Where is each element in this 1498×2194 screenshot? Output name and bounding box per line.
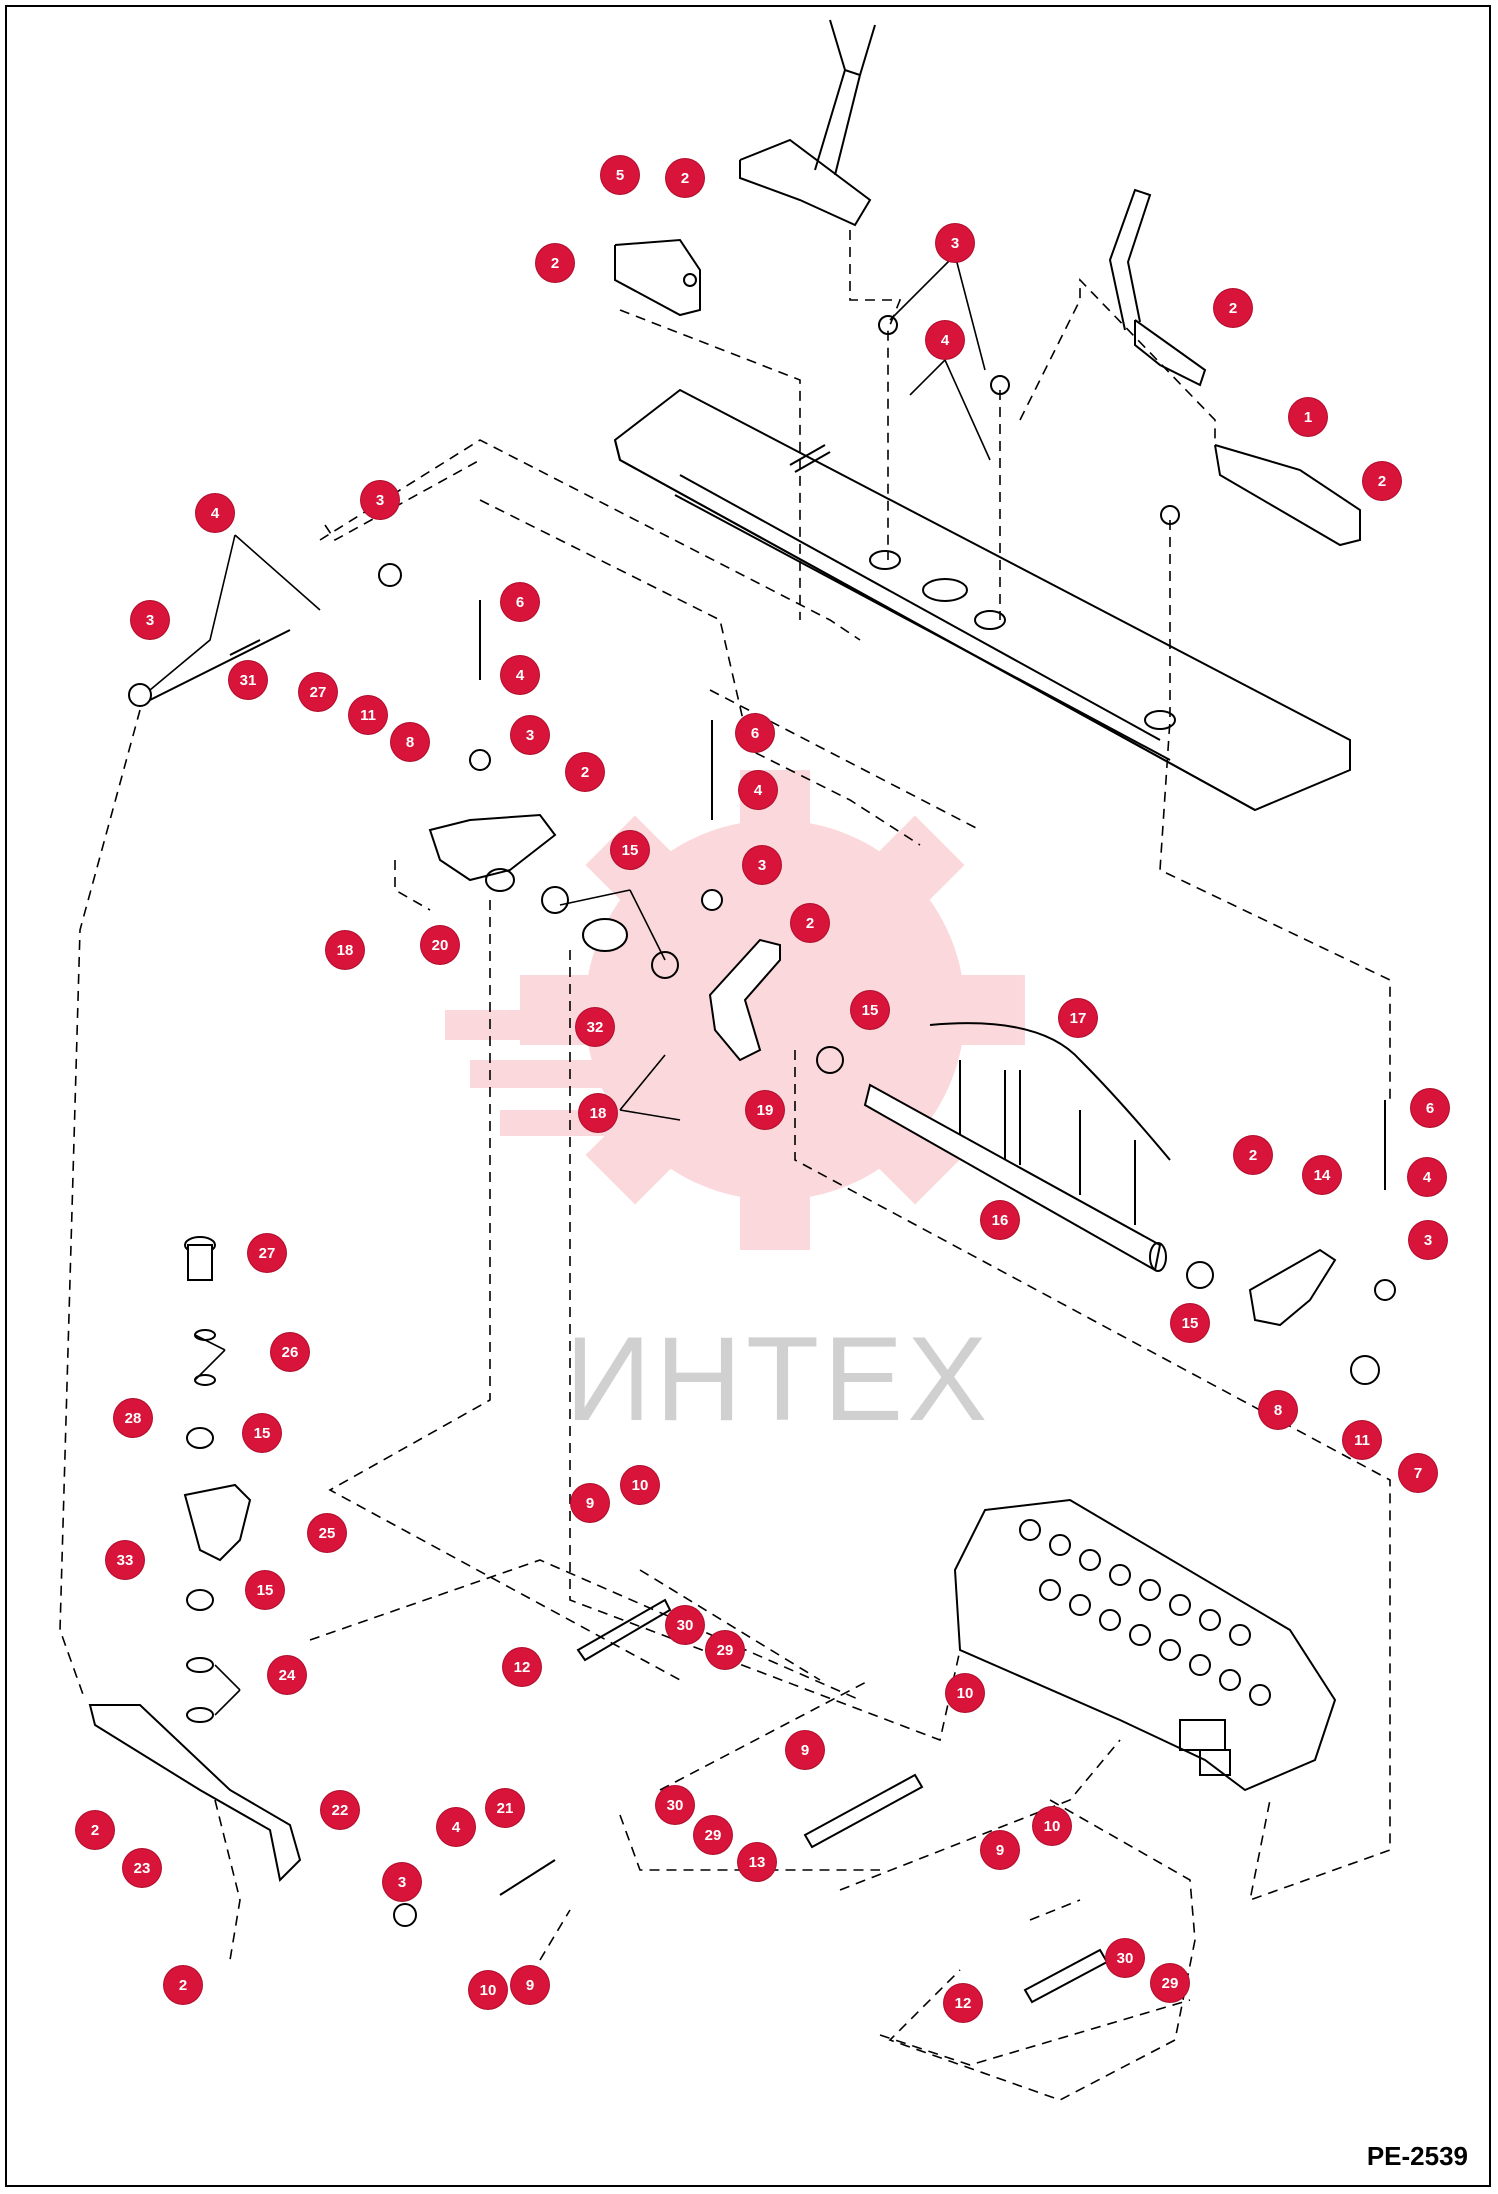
- callout-badge-27: 27: [248, 1234, 286, 1272]
- callout-badge-4: 4: [437, 1808, 475, 1846]
- watermark-gear-icon: [445, 770, 1025, 1250]
- callout-badge-30: 30: [656, 1786, 694, 1824]
- callout-badge-15: 15: [851, 991, 889, 1029]
- diagram-frame: [5, 5, 1491, 2187]
- bushing-set: [541, 886, 1380, 1385]
- callout-badge-2: 2: [1234, 1136, 1272, 1174]
- callout-badge-13: 13: [738, 1843, 776, 1881]
- left-control-handle: [739, 19, 876, 227]
- pivot-arm-top-right: [1214, 444, 1361, 547]
- callout-badge-6: 6: [736, 714, 774, 752]
- callout-badge-31: 31: [229, 661, 267, 699]
- callout-badge-28: 28: [114, 1399, 152, 1437]
- callout-badge-15: 15: [611, 831, 649, 869]
- drawing-number: PE-2539: [1366, 2141, 1468, 2171]
- callout-badge-33: 33: [106, 1541, 144, 1579]
- callout-badge-21: 21: [486, 1789, 524, 1827]
- shaft-lever-right: [1248, 1248, 1337, 1327]
- callout-badge-2: 2: [1363, 462, 1401, 500]
- callout-badge-16: 16: [981, 1201, 1019, 1239]
- callout-badge-2: 2: [536, 244, 574, 282]
- callout-leader-lines: [149, 254, 991, 1716]
- callout-badge-10: 10: [1033, 1807, 1071, 1845]
- callout-badge-3: 3: [131, 601, 169, 639]
- callout-badge-22: 22: [321, 1791, 359, 1829]
- callout-badge-29: 29: [706, 1631, 744, 1669]
- callout-badge-29: 29: [694, 1816, 732, 1854]
- link-plate-middle: [803, 1773, 924, 1849]
- callout-badge-27: 27: [299, 673, 337, 711]
- link-plate-lower: [1023, 1948, 1109, 2004]
- callout-badge-6: 6: [501, 583, 539, 621]
- assembly-guide-lines: [59, 230, 1391, 2101]
- link-plate-upper: [576, 1598, 672, 1662]
- callout-badge-30: 30: [1106, 1939, 1144, 1977]
- callout-badge-15: 15: [243, 1414, 281, 1452]
- callout-badge-4: 4: [926, 321, 964, 359]
- callout-badge-15: 15: [1171, 1304, 1209, 1342]
- callout-badge-6: 6: [1411, 1089, 1449, 1127]
- callout-badge-5: 5: [601, 156, 639, 194]
- hydraulic-control-valve: [953, 1498, 1337, 1792]
- callout-badge-4: 4: [501, 656, 539, 694]
- callout-badge-10: 10: [621, 1466, 659, 1504]
- callout-badge-2: 2: [76, 1811, 114, 1849]
- mounting-plate: [613, 388, 1351, 812]
- callout-badge-4: 4: [196, 494, 234, 532]
- callout-badge-12: 12: [503, 1648, 541, 1686]
- callout-badge-8: 8: [391, 723, 429, 761]
- callout-badge-15: 15: [246, 1571, 284, 1609]
- control-shaft: [863, 1022, 1171, 1272]
- callout-badge-20: 20: [421, 926, 459, 964]
- callout-badge-3: 3: [743, 846, 781, 884]
- callout-badge-3: 3: [511, 716, 549, 754]
- callout-badge-9: 9: [571, 1484, 609, 1522]
- callout-badge-14: 14: [1303, 1156, 1341, 1194]
- shaft-lever-center: [708, 938, 781, 1062]
- callout-badge-9: 9: [786, 1731, 824, 1769]
- handle-bracket: [614, 238, 701, 317]
- callout-badge-17: 17: [1059, 999, 1097, 1037]
- callout-badge-4: 4: [1408, 1158, 1446, 1196]
- callout-badge-24: 24: [268, 1656, 306, 1694]
- callout-badge-2: 2: [1214, 289, 1252, 327]
- callout-badge-19: 19: [746, 1091, 784, 1129]
- callout-badge-2: 2: [666, 159, 704, 197]
- callout-badge-7: 7: [1399, 1454, 1437, 1492]
- callout-badge-25: 25: [308, 1514, 346, 1552]
- callout-badge-18: 18: [579, 1094, 617, 1132]
- callout-badge-18: 18: [326, 931, 364, 969]
- callout-badge-9: 9: [981, 1831, 1019, 1869]
- callout-badge-32: 32: [576, 1008, 614, 1046]
- lower-lever-bracket: [88, 1704, 302, 1883]
- callout-badge-26: 26: [271, 1333, 309, 1371]
- callout-badge-23: 23: [123, 1849, 161, 1887]
- callout-badge-10: 10: [469, 1971, 507, 2009]
- callout-badge-4: 4: [739, 771, 777, 809]
- shaft-lever-left: [428, 813, 557, 892]
- callout-badge-2: 2: [164, 1966, 202, 2004]
- callout-badge-11: 11: [1343, 1421, 1381, 1459]
- callout-badge-30: 30: [666, 1606, 704, 1644]
- pivot-stack-left: [183, 1236, 252, 1723]
- callout-badge-10: 10: [946, 1674, 984, 1712]
- callout-badge-3: 3: [383, 1863, 421, 1901]
- right-control-handle: [1108, 188, 1207, 387]
- callout-badge-2: 2: [791, 904, 829, 942]
- callout-badge-8: 8: [1259, 1391, 1297, 1429]
- callout-badge-2: 2: [566, 753, 604, 791]
- callout-badge-12: 12: [944, 1984, 982, 2022]
- linkage-rods: [128, 315, 1396, 1927]
- callout-badge-3: 3: [936, 224, 974, 262]
- callout-badge-3: 3: [1409, 1221, 1447, 1259]
- callout-badge-3: 3: [361, 481, 399, 519]
- watermark-text: ИНТЕХ: [565, 1312, 992, 1446]
- callout-badge-11: 11: [349, 696, 387, 734]
- callout-badge-9: 9: [511, 1966, 549, 2004]
- callout-badge-29: 29: [1151, 1964, 1189, 2002]
- callout-badge-1: 1: [1289, 398, 1327, 436]
